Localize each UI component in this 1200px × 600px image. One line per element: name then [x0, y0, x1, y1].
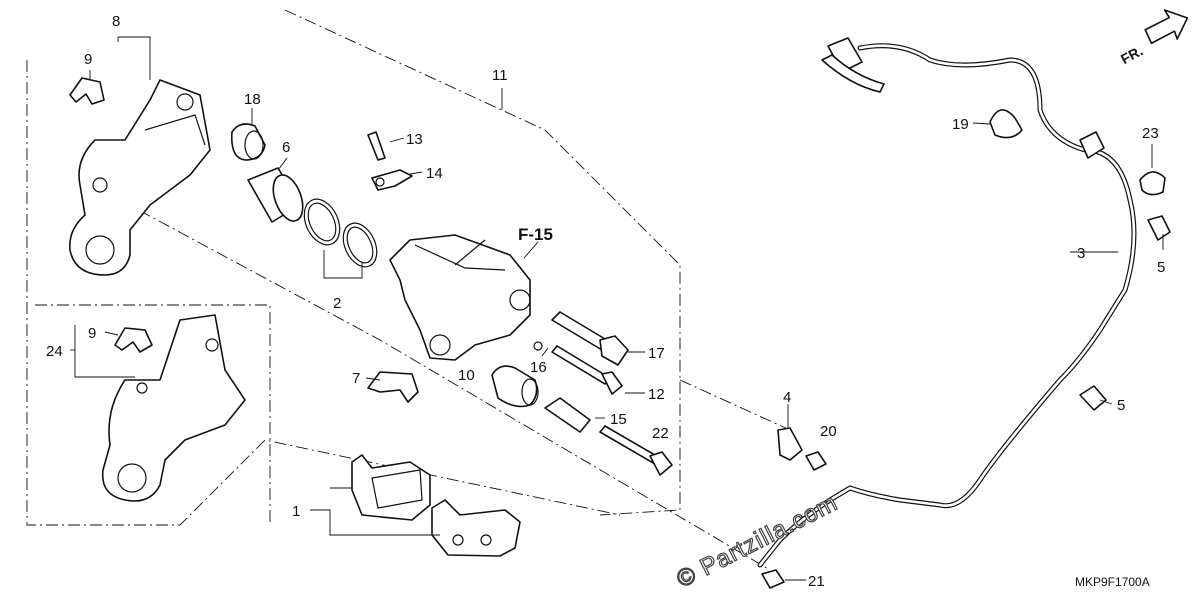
callout-12: 12: [648, 386, 665, 403]
callout-4: 4: [783, 389, 791, 406]
piston-part[interactable]: [247, 167, 308, 225]
callout-6: 6: [282, 139, 290, 156]
callout-23: 23: [1142, 125, 1159, 142]
sensor-bracket[interactable]: [777, 427, 803, 461]
callout-8: 8: [112, 13, 120, 30]
bolt-20[interactable]: [805, 451, 827, 471]
harness-clamp-23[interactable]: [1139, 171, 1166, 196]
leader-lines: [70, 36, 1164, 581]
harness-clamp-19[interactable]: [989, 109, 1023, 139]
drawing-code: MKP9F1700A: [1075, 575, 1150, 589]
caliper-pin-12[interactable]: [551, 345, 623, 395]
callout-14: 14: [426, 165, 443, 182]
assembly-frames: [26, 9, 791, 571]
harness-clip-5b[interactable]: [1079, 385, 1107, 411]
callout-24: 24: [46, 343, 63, 360]
callout-18: 18: [244, 91, 261, 108]
caliper-bracket-lower[interactable]: [101, 314, 246, 502]
callout-15: 15: [610, 411, 627, 428]
bolt-part[interactable]: [599, 425, 673, 476]
caliper-pin-17[interactable]: [551, 311, 629, 366]
callout-labels: 8 9 18 6 2 11 13 14 F-15 24 9 7 10 16 17…: [46, 13, 1165, 590]
callout-5-lower: 5: [1117, 397, 1125, 414]
callout-9-upper: 9: [84, 51, 92, 68]
callout-5-upper: 5: [1157, 259, 1165, 276]
callout-22: 22: [652, 425, 669, 442]
callout-19: 19: [952, 116, 969, 133]
callout-20: 20: [820, 423, 837, 440]
callout-9-lower: 9: [88, 325, 96, 342]
pin-boot[interactable]: [491, 365, 539, 408]
callout-11: 11: [492, 67, 508, 84]
callout-21: 21: [808, 573, 825, 590]
bolt-21[interactable]: [761, 569, 785, 589]
direction-label: FR.: [1118, 42, 1145, 67]
callout-17: 17: [648, 345, 665, 362]
washer-part[interactable]: [533, 341, 543, 351]
wheel-speed-sensor-harness[interactable]: [757, 37, 1137, 568]
caliper-body[interactable]: [389, 234, 531, 361]
callout-13: 13: [406, 131, 423, 148]
callout-7: 7: [352, 370, 360, 387]
callout-2: 2: [333, 295, 341, 312]
harness-clip-5a[interactable]: [1147, 215, 1171, 241]
fitting-part[interactable]: [371, 169, 413, 191]
brake-pad-set[interactable]: [351, 454, 521, 557]
pad-spring[interactable]: [367, 371, 419, 403]
callout-16: 16: [530, 359, 547, 376]
front-direction-arrow: FR.: [1118, 9, 1189, 67]
bleeder-valve[interactable]: [367, 131, 386, 161]
piston-seal-set[interactable]: [297, 193, 383, 272]
reference-label: F-15: [518, 225, 553, 244]
pad-spring-clip-lower[interactable]: [114, 327, 153, 353]
sleeve-part[interactable]: [544, 397, 591, 433]
boot-part[interactable]: [230, 123, 266, 161]
callout-10: 10: [458, 367, 475, 384]
callout-1: 1: [292, 503, 300, 520]
pad-spring-clip-upper[interactable]: [69, 77, 105, 105]
callout-3: 3: [1077, 245, 1085, 262]
caliper-bracket-upper[interactable]: [68, 79, 211, 276]
